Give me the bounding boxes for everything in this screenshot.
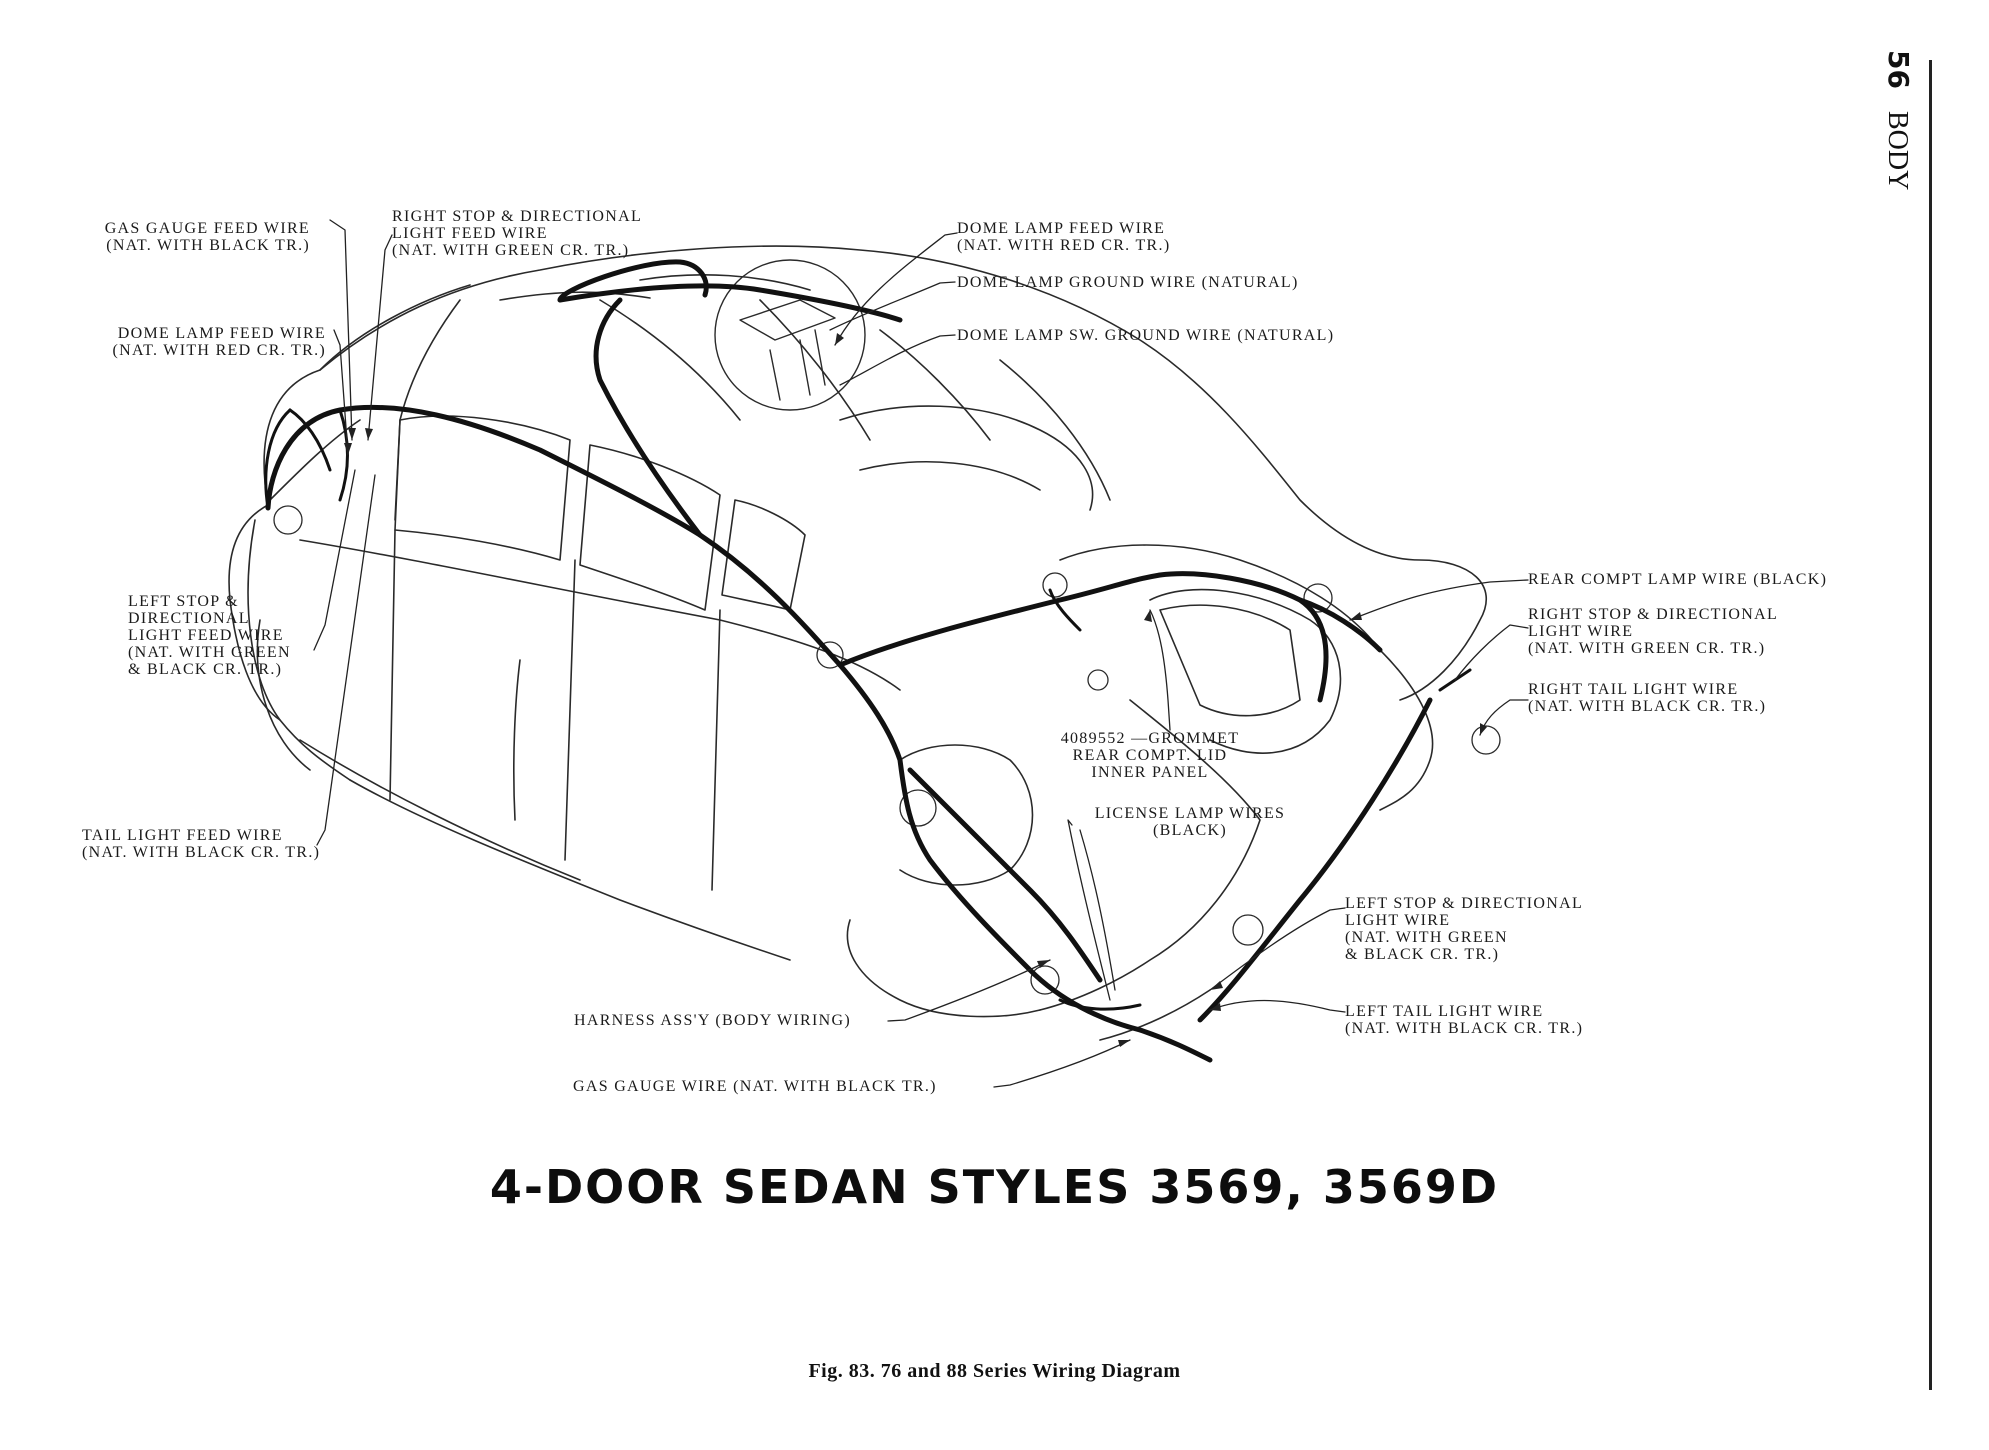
- label-line: GAS GAUGE FEED WIRE: [104, 220, 310, 237]
- label-rear-compartment-lamp-wire: REAR COMPT LAMP WIRE (BLACK): [1528, 571, 1827, 588]
- label-line: LIGHT WIRE: [1528, 623, 1634, 640]
- leader-lines: [313, 219, 1529, 1088]
- label-line: (BLACK): [1153, 822, 1227, 839]
- label-line: DIRECTIONAL: [128, 610, 250, 627]
- label-line: TAIL LIGHT FEED WIRE: [82, 827, 283, 844]
- page-number: 56: [1882, 50, 1915, 89]
- label-tail-light-feed-wire: TAIL LIGHT FEED WIRE (NAT. WITH BLACK CR…: [82, 827, 320, 861]
- label-line: (NAT. WITH GREEN: [128, 644, 291, 661]
- leader-arrowheads: [344, 333, 1487, 1047]
- label-line: RIGHT STOP & DIRECTIONAL: [1528, 606, 1779, 623]
- label-grommet-rear-compartment-lid: 4089552 —GROMMET REAR COMPT. LID INNER P…: [1030, 730, 1270, 781]
- label-line: GAS GAUGE WIRE (NAT. WITH BLACK TR.): [573, 1078, 937, 1095]
- wiring-harness: [265, 259, 1433, 1063]
- label-line: (NAT. WITH RED CR. TR.): [957, 237, 1171, 254]
- label-line: (NAT. WITH GREEN: [1345, 929, 1508, 946]
- label-line: HARNESS ASS'Y (BODY WIRING): [574, 1012, 851, 1029]
- label-license-lamp-wires: LICENSE LAMP WIRES (BLACK): [1075, 805, 1305, 839]
- label-line: DOME LAMP FEED WIRE: [117, 325, 326, 342]
- label-dome-lamp-feed-wire-top: DOME LAMP FEED WIRE (NAT. WITH RED CR. T…: [957, 220, 1170, 254]
- label-line: & BLACK CR. TR.): [128, 661, 283, 678]
- label-line: INNER PANEL: [1091, 764, 1209, 781]
- car-body-outline: [228, 245, 1487, 1041]
- label-line: LIGHT WIRE: [1345, 912, 1451, 929]
- label-gas-gauge-wire: GAS GAUGE WIRE (NAT. WITH BLACK TR.): [573, 1078, 937, 1095]
- label-line: LEFT STOP &: [128, 593, 239, 610]
- label-line: 4089552 —GROMMET: [1060, 730, 1240, 747]
- connector-circles: [273, 505, 1501, 995]
- running-header: 56BODY: [1870, 50, 1960, 240]
- diagram-title: 4-DOOR SEDAN STYLES 3569, 3569D: [489, 1160, 1500, 1214]
- margin-rule: [1929, 60, 1932, 1390]
- wire-branches: [264, 408, 1472, 1011]
- label-dome-lamp-ground-wire: DOME LAMP GROUND WIRE (NATURAL): [957, 274, 1299, 291]
- label-line: LICENSE LAMP WIRES: [1094, 805, 1286, 822]
- label-line: REAR COMPT. LID: [1072, 747, 1228, 764]
- label-right-stop-directional-wire: RIGHT STOP & DIRECTIONAL LIGHT WIRE (NAT…: [1528, 606, 1778, 657]
- label-left-stop-directional-feed-wire: LEFT STOP & DIRECTIONAL LIGHT FEED WIRE …: [128, 593, 291, 678]
- label-gas-gauge-feed-wire: GAS GAUGE FEED WIRE (NAT. WITH BLACK TR.…: [60, 220, 310, 254]
- figure-caption: Fig. 83. 76 and 88 Series Wiring Diagram: [808, 1360, 1181, 1382]
- label-line: LEFT TAIL LIGHT WIRE: [1345, 1003, 1544, 1020]
- label-line: LIGHT FEED WIRE: [128, 627, 284, 644]
- label-left-stop-directional-wire: LEFT STOP & DIRECTIONAL LIGHT WIRE (NAT.…: [1345, 895, 1583, 963]
- label-line: (NAT. WITH BLACK CR. TR.): [1528, 698, 1767, 715]
- label-line: LIGHT FEED WIRE: [392, 225, 548, 242]
- label-dome-lamp-feed-wire-left: DOME LAMP FEED WIRE (NAT. WITH RED CR. T…: [60, 325, 326, 359]
- label-right-tail-light-wire: RIGHT TAIL LIGHT WIRE (NAT. WITH BLACK C…: [1528, 681, 1766, 715]
- label-line: (NAT. WITH GREEN CR. TR.): [392, 242, 630, 259]
- label-line: (NAT. WITH GREEN CR. TR.): [1528, 640, 1766, 657]
- label-left-tail-light-wire: LEFT TAIL LIGHT WIRE (NAT. WITH BLACK CR…: [1345, 1003, 1583, 1037]
- label-right-stop-directional-feed-wire: RIGHT STOP & DIRECTIONAL LIGHT FEED WIRE…: [392, 208, 642, 259]
- label-line: (NAT. WITH RED CR. TR.): [112, 342, 326, 359]
- section-name: BODY: [1882, 110, 1913, 191]
- label-harness-assembly: HARNESS ASS'Y (BODY WIRING): [574, 1012, 851, 1029]
- label-dome-lamp-switch-ground-wire: DOME LAMP SW. GROUND WIRE (NATURAL): [957, 327, 1334, 344]
- dome-lamp-detail: [714, 259, 866, 411]
- label-line: (NAT. WITH BLACK CR. TR.): [82, 844, 321, 861]
- label-line: RIGHT TAIL LIGHT WIRE: [1528, 681, 1739, 698]
- label-line: (NAT. WITH BLACK CR. TR.): [1345, 1020, 1584, 1037]
- label-line: LEFT STOP & DIRECTIONAL: [1345, 895, 1584, 912]
- label-line: & BLACK CR. TR.): [1345, 946, 1500, 963]
- label-line: DOME LAMP SW. GROUND WIRE (NATURAL): [957, 327, 1335, 344]
- label-line: DOME LAMP GROUND WIRE (NATURAL): [957, 274, 1299, 291]
- label-line: RIGHT STOP & DIRECTIONAL: [392, 208, 643, 225]
- running-header-text: 56BODY: [1881, 50, 1915, 190]
- label-line: (NAT. WITH BLACK TR.): [106, 237, 310, 254]
- label-line: REAR COMPT LAMP WIRE (BLACK): [1528, 571, 1828, 588]
- label-line: DOME LAMP FEED WIRE: [957, 220, 1166, 237]
